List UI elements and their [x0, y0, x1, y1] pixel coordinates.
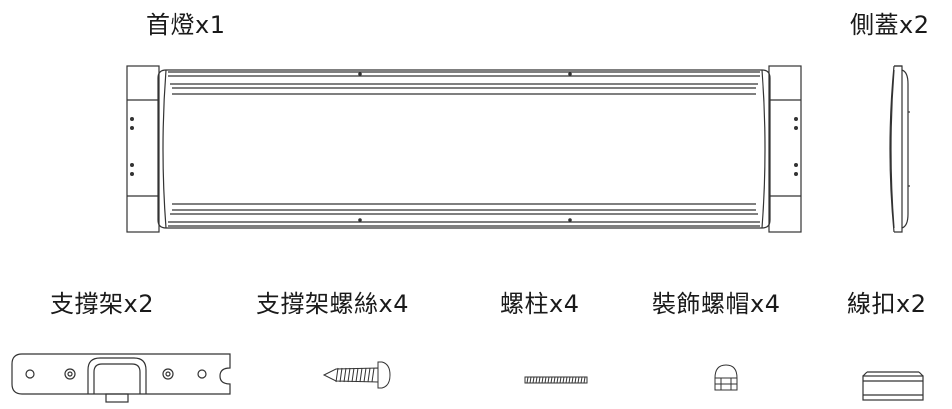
cable-clip-drawing: [861, 370, 925, 404]
bracket-screw-label: 支撐架螺絲x4: [256, 290, 409, 318]
side-cover-drawing: [882, 64, 912, 236]
bracket-drawing: [8, 346, 232, 404]
head-lamp-drawing: [126, 64, 802, 236]
stud-label: 螺柱x4: [500, 290, 580, 318]
head-lamp-label: 首燈x1: [146, 11, 226, 39]
stud-drawing: [524, 375, 588, 385]
bracket-label: 支撐架x2: [50, 290, 154, 318]
bracket-screw-drawing: [322, 358, 394, 392]
cable-clip-label: 線扣x2: [847, 290, 927, 318]
side-cover-label: 側蓋x2: [850, 11, 930, 39]
decorative-nut-drawing: [711, 362, 741, 392]
decorative-nut-label: 裝飾螺帽x4: [652, 290, 781, 318]
